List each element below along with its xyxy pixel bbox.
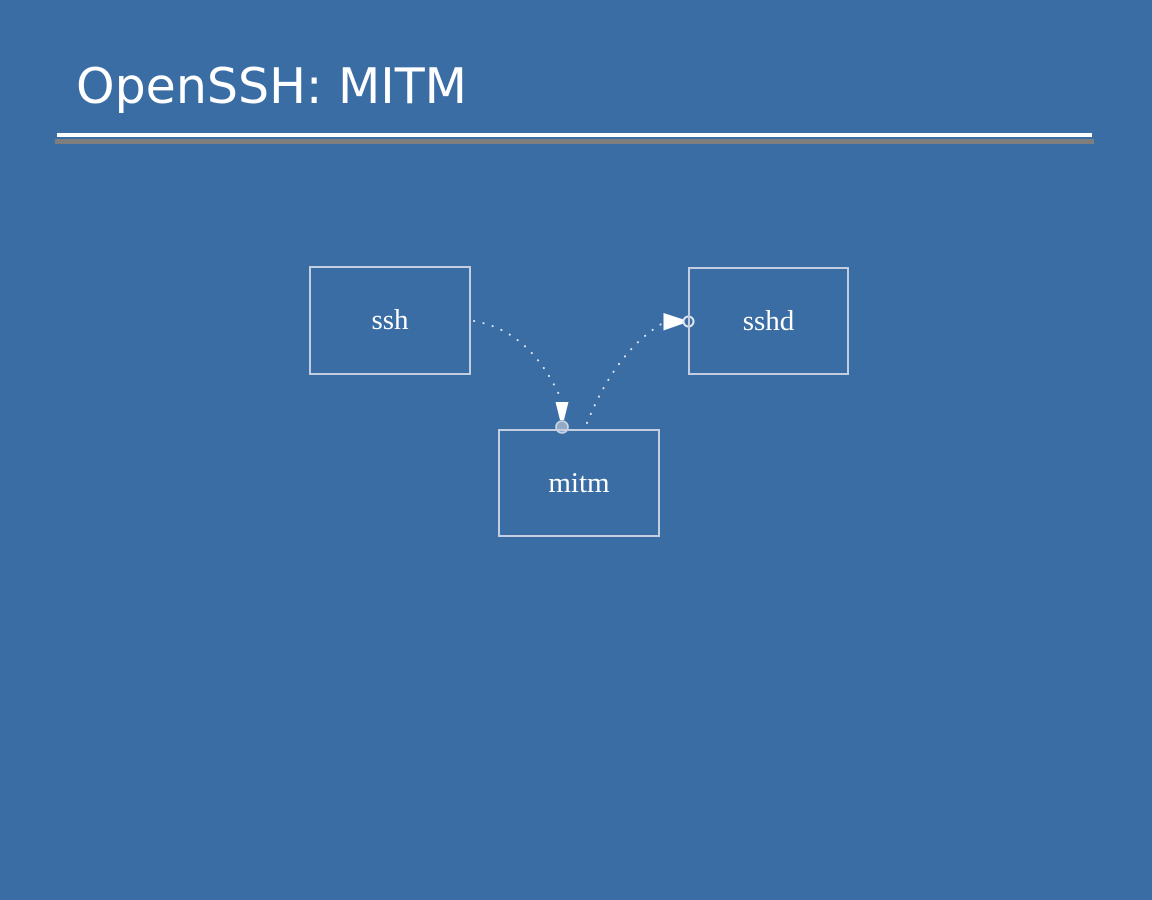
connector-mitm-to-sshd xyxy=(586,322,664,424)
node-ssh-label: ssh xyxy=(371,304,409,336)
arrowhead-down-icon xyxy=(555,402,569,420)
node-sshd-label: sshd xyxy=(742,304,795,337)
page-title: OpenSSH: MITM xyxy=(76,58,467,115)
node-ssh: ssh xyxy=(309,266,471,375)
title-underline-shadow xyxy=(55,139,1094,144)
node-mitm: mitm xyxy=(498,429,660,537)
node-mitm-label: mitm xyxy=(548,466,610,499)
connector-ssh-to-mitm xyxy=(473,320,563,401)
node-sshd: sshd xyxy=(688,267,849,375)
arrowhead-right-icon xyxy=(663,313,684,331)
title-underline xyxy=(57,133,1092,137)
